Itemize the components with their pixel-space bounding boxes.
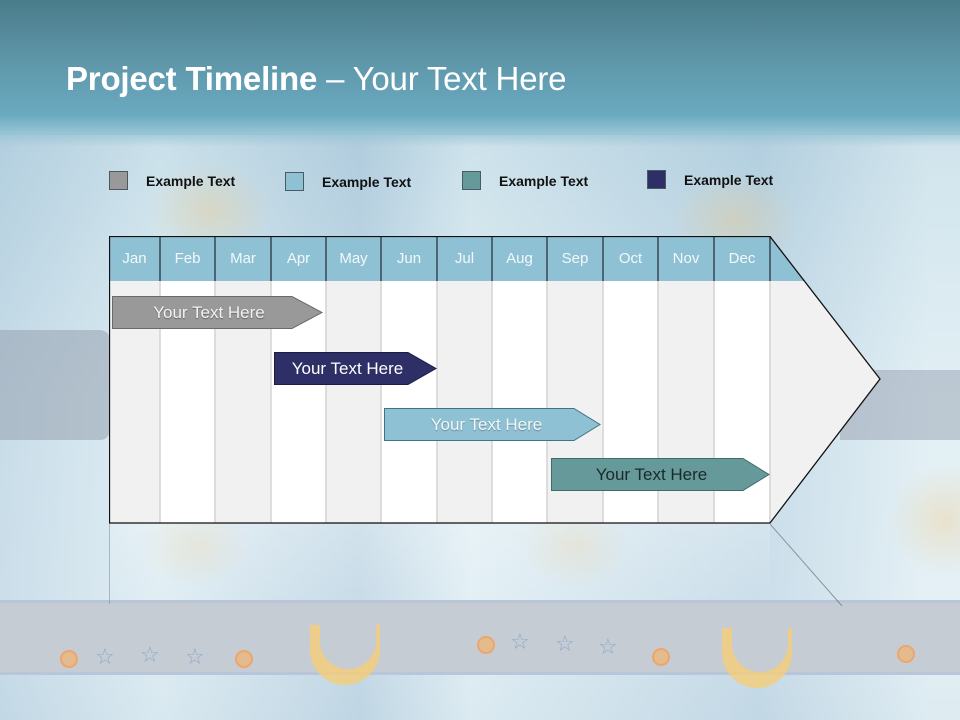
legend-label: Example Text bbox=[322, 173, 412, 190]
month-mar: Mar bbox=[230, 250, 256, 267]
legend-label: Example Text bbox=[684, 171, 774, 188]
month-aug: Aug bbox=[506, 250, 533, 267]
title-subtitle: – Your Text Here bbox=[317, 60, 567, 97]
legend-label: Example Text bbox=[146, 172, 236, 189]
month-dec: Dec bbox=[728, 250, 756, 267]
timeline-bar-light-blue[interactable]: Your Text Here bbox=[384, 408, 601, 441]
timeline-bar-gray[interactable]: Your Text Here bbox=[112, 296, 324, 329]
bar-label: Your Text Here bbox=[291, 358, 404, 378]
legend-swatch-teal bbox=[462, 171, 481, 190]
bar-label: Your Text Here bbox=[153, 302, 265, 322]
bar-label: Your Text Here bbox=[595, 464, 708, 484]
timeline-bar-teal[interactable]: Your Text Here bbox=[551, 458, 770, 491]
month-nov: Nov bbox=[672, 250, 700, 267]
arrow-shape-icon bbox=[384, 408, 601, 441]
legend-item: Example Text bbox=[109, 171, 235, 190]
star-icon: ☆ bbox=[140, 643, 160, 668]
star-icon: ☆ bbox=[95, 645, 115, 670]
bar-label: Your Text Here bbox=[430, 414, 543, 434]
legend-item: Example Text bbox=[285, 172, 411, 191]
month-apr: Apr bbox=[286, 250, 311, 267]
month-jul: Jul bbox=[454, 250, 475, 267]
star-icon: ☆ bbox=[510, 630, 530, 655]
moon-icon bbox=[722, 618, 792, 688]
page-title: Project Timeline – Your Text Here bbox=[66, 60, 566, 98]
title-bold: Project Timeline bbox=[66, 60, 318, 97]
timeline-bar-navy[interactable]: Your Text Here bbox=[274, 352, 438, 385]
sun-icon bbox=[60, 650, 78, 668]
background-pillow-left bbox=[0, 330, 110, 440]
month-sep: Sep bbox=[561, 250, 589, 267]
moon-icon bbox=[310, 615, 380, 685]
month-jun: Jun bbox=[396, 250, 422, 267]
legend-swatch-navy bbox=[647, 170, 666, 189]
month-feb: Feb bbox=[174, 250, 201, 267]
sun-icon bbox=[897, 645, 915, 663]
legend-item: Example Text bbox=[462, 171, 588, 190]
title-bar: Project Timeline – Your Text Here bbox=[0, 0, 960, 147]
sun-icon bbox=[477, 636, 495, 654]
legend-swatch-light-blue bbox=[285, 172, 304, 191]
chart-reflection bbox=[109, 524, 770, 604]
sun-icon bbox=[652, 648, 670, 666]
arrow-shape-icon bbox=[112, 296, 324, 329]
month-jan: Jan bbox=[122, 250, 147, 267]
star-icon: ☆ bbox=[555, 632, 575, 657]
star-icon: ☆ bbox=[598, 635, 618, 660]
arrow-shape-icon bbox=[274, 352, 438, 385]
legend-swatch-gray bbox=[109, 171, 128, 190]
sun-icon bbox=[235, 650, 253, 668]
star-icon: ☆ bbox=[185, 645, 205, 670]
month-may: May bbox=[339, 250, 368, 267]
arrow-shape-icon bbox=[551, 458, 770, 491]
legend-item: Example Text bbox=[647, 170, 773, 189]
chart-reflection-edge bbox=[770, 524, 843, 607]
legend-label: Example Text bbox=[499, 172, 589, 189]
month-oct: Oct bbox=[618, 250, 643, 267]
